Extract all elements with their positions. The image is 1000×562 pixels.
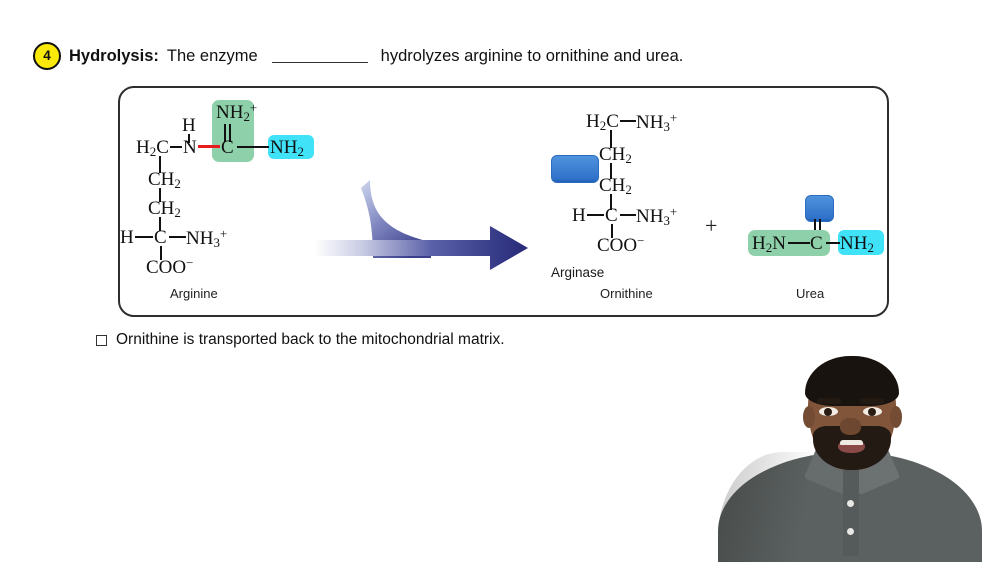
arginine-chain-bond-2 [159,188,161,202]
arginine-n-h-bond [188,134,190,143]
presenter-ear-left [803,406,815,428]
ornithine-h-c-bond [587,214,604,216]
arginine-alpha-h: H [120,227,134,248]
fill-in-blank[interactable] [271,49,368,63]
bullet-text: Ornithine is transported back to the mit… [116,331,505,348]
urea-caption: Urea [796,286,825,301]
plus-operator: + [705,213,718,238]
arginine-h2c-n-bond [170,146,182,148]
arginine-imine-double-bond-a [224,124,226,142]
urea-oxygen-redaction-box [805,195,834,222]
arginine-chain-bond-1 [159,156,161,173]
urea-cyan-highlight [838,230,884,255]
ornithine-alpha-h: H [572,205,586,226]
ornithine-alpha-c: C [605,205,618,226]
ornithine-chain-bond-3 [610,194,612,210]
arginine-carboxyl-bond [160,246,162,260]
urea-structure: H2N C NH2 Urea [738,88,888,315]
arginine-red-bond [198,145,220,148]
urea-n-c-bond [788,242,810,244]
arginine-chain-bond-3 [159,217,161,231]
ornithine-carboxyl-bond [611,224,613,238]
arginine-imine-double-bond-b [229,124,231,142]
urea-carbonyl-c: C [810,233,823,254]
ornithine-c-nh3-bond [620,214,636,216]
ornithine-chain-bond-2 [610,163,612,179]
arginine-c-nh3-bond [169,236,186,238]
presenter-hair [805,356,899,406]
arginine-amide-h: H [182,115,196,136]
presenter-teeth [840,440,863,445]
presenter-eyebrow-right [860,398,884,404]
presenter-eyebrow-left [817,398,841,404]
arginine-ch2-lower: CH2 [148,198,181,221]
arginine-caption: Arginine [170,286,218,301]
presenter-shirt-placket [843,470,859,556]
enzyme-label: Arginase [551,265,605,280]
step-number-badge: 4 [33,42,61,70]
arginine-ch2-upper: CH2 [148,169,181,192]
presenter-shirt-button-bottom [847,528,854,535]
ornithine-h2c: H2C [586,111,619,134]
step-header: 4 Hydrolysis: The enzyme hydrolyzes argi… [33,42,683,70]
urea-carbonyl-double-bond-b [819,219,821,238]
arginine-carboxylate: COO− [146,255,194,278]
ornithine-ch2-upper: CH2 [599,144,632,167]
presenter-pupil-left [824,408,832,416]
presenter-video-overlay[interactable] [700,352,1000,562]
water-redaction-box [551,155,599,183]
ornithine-caption: Ornithine [600,286,653,301]
urea-c-n-bond [826,242,840,244]
presenter-nose [840,418,861,435]
reaction-arrow-group: Arginase [315,108,604,298]
presenter-ear-right [890,406,902,428]
arginine-guanidinium-c: C [221,137,234,158]
arginine-green-highlight [212,100,254,162]
arginine-terminal-nh2: NH2 [270,137,304,160]
ornithine-structure: H2C NH3+ CH2 CH2 H C NH3+ COO− Ornithine [572,88,732,315]
arginine-cyan-highlight [268,135,314,159]
reaction-diagram-box: NH2+ H H2C N C NH2 [118,86,889,317]
arginine-h2c: H2C [136,137,169,160]
arginine-alpha-nh3: NH3+ [186,226,228,251]
arginase-arrow-svg [315,180,528,270]
arginine-n: N [183,137,197,158]
ornithine-carboxylate: COO− [597,233,645,256]
header-text-after-blank: hydrolyzes arginine to ornithine and ure… [380,46,684,65]
ornithine-ch2-lower: CH2 [599,175,632,198]
presenter-shirt-button-top [847,500,854,507]
ornithine-alpha-nh3: NH3+ [636,204,678,229]
ornithine-chain-bond-1 [610,130,612,148]
ornithine-h2c-nh3-bond [620,120,636,122]
ornithine-terminal-nh3: NH3+ [636,110,678,135]
urea-nh2: NH2 [840,233,874,256]
presenter-pupil-right [868,408,876,416]
bullet-statement: Ornithine is transported back to the mit… [96,331,505,349]
arginine-structure: NH2+ H H2C N C NH2 [120,88,330,315]
arginine-alpha-c: C [154,227,167,248]
arginine-c-nh2-bond [237,146,269,148]
step-title: Hydrolysis: [69,46,159,65]
arginine-h-c-bond [135,236,153,238]
arginine-imine-nh2: NH2+ [216,100,258,125]
header-text-before-blank: The enzyme [166,46,258,65]
urea-h2n: H2N [752,233,786,256]
checkbox-square-icon[interactable] [96,334,107,346]
urea-carbonyl-double-bond-a [814,219,816,238]
